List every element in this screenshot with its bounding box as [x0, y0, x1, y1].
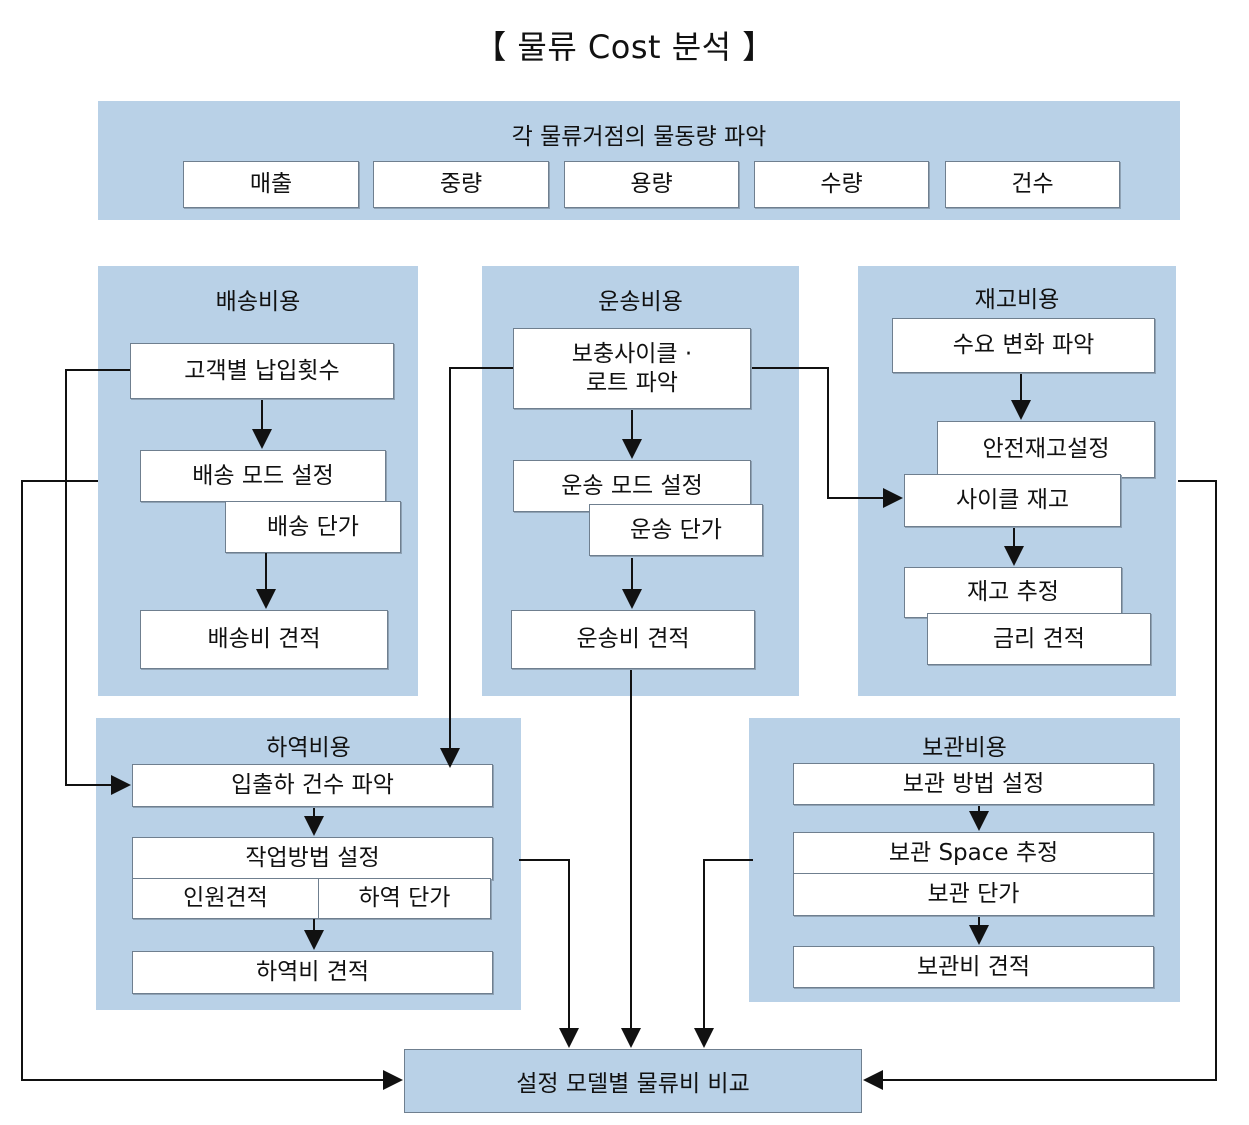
volume-item-count: 건수 — [945, 161, 1120, 208]
top-panel-title: 각 물류거점의 물동량 파악 — [511, 124, 767, 150]
transport-unit-price-box: 운송 단가 — [589, 504, 763, 556]
inventory-cost-title: 재고비용 — [974, 287, 1060, 313]
storage-cost-title: 보관비용 — [922, 735, 1007, 761]
volume-item-sales: 매출 — [183, 161, 359, 208]
inventory-estimate-box: 재고 추정 — [904, 567, 1122, 618]
volume-item-quantity: 수량 — [754, 161, 929, 208]
replenishment-cycle-line2: 로트 파악 — [586, 369, 678, 396]
transport-cost-title: 운송비용 — [598, 289, 683, 315]
delivery-cost-title: 배송비용 — [215, 289, 301, 315]
interest-estimate-box: 금리 견적 — [927, 613, 1151, 665]
arrow-storage-to-final — [694, 859, 753, 1048]
handling-unit-price-box: 하역 단가 — [318, 878, 491, 919]
delivery-mode-box: 배송 모드 설정 — [140, 450, 386, 502]
model-cost-comparison-box: 설정 모델별 물류비 비교 — [404, 1049, 862, 1113]
safety-stock-box: 안전재고설정 — [937, 421, 1155, 478]
volume-item-weight: 중량 — [373, 161, 549, 208]
delivery-unit-price-box: 배송 단가 — [225, 501, 401, 553]
storage-unit-price-box: 보관 단가 — [793, 873, 1154, 916]
storage-space-box: 보관 Space 추정 — [793, 832, 1154, 875]
handling-estimate-box: 하역비 견적 — [132, 951, 493, 994]
storage-estimate-box: 보관비 견적 — [793, 946, 1154, 988]
customer-visits-box: 고객별 납입횟수 — [130, 343, 394, 399]
shipment-count-box: 입출하 건수 파악 — [132, 764, 493, 807]
replenishment-cycle-box: 보충사이클 · 로트 파악 — [513, 328, 751, 409]
labor-estimate-box: 인원견적 — [132, 878, 319, 919]
handling-cost-title: 하역비용 — [266, 735, 351, 761]
delivery-estimate-box: 배송비 견적 — [140, 610, 388, 669]
storage-method-box: 보관 방법 설정 — [793, 763, 1154, 805]
replenishment-cycle-line1: 보충사이클 · — [571, 340, 693, 367]
transport-estimate-box: 운송비 견적 — [511, 610, 755, 669]
work-method-box: 작업방법 설정 — [132, 837, 493, 880]
volume-item-capacity: 용량 — [564, 161, 739, 208]
page-title: 【 물류 Cost 분석 】 — [474, 28, 775, 66]
arrow-handling-to-final — [519, 859, 579, 1048]
demand-change-box: 수요 변화 파악 — [892, 318, 1155, 373]
cycle-stock-box: 사이클 재고 — [904, 474, 1121, 527]
